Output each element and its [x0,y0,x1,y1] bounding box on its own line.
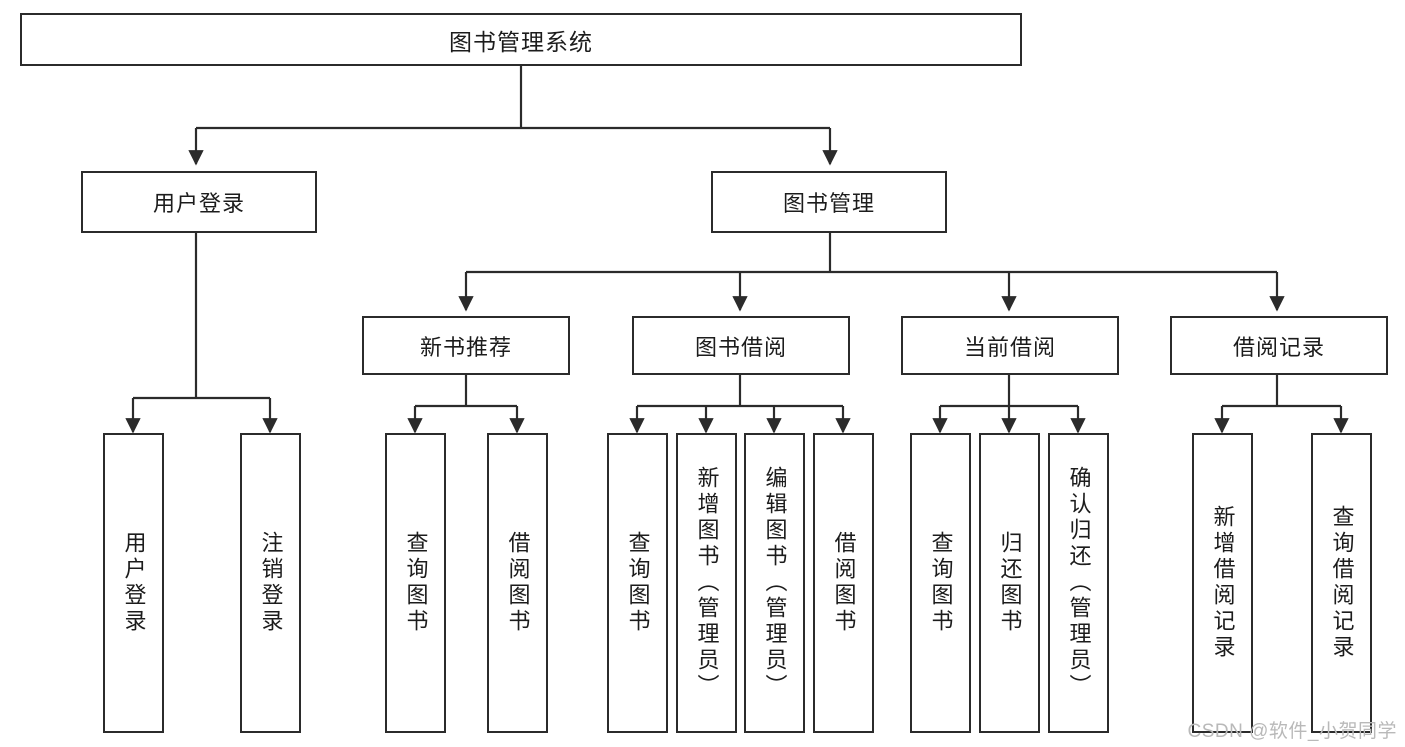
node-leaf-borrow-book-2[interactable]: 借阅图书 [813,433,874,733]
node-leaf-edit-book[interactable]: 编辑图书（管理员） [744,433,805,733]
node-leaf-query-book-1[interactable]: 查询图书 [385,433,446,733]
node-new-book-recommend-label: 新书推荐 [419,334,512,360]
node-leaf-confirm-return-label: 确认归还（管理员） [1066,466,1092,700]
node-user-login[interactable]: 用户登录 [81,171,317,233]
node-leaf-query-book-3-label: 查询图书 [928,531,954,635]
node-leaf-query-record-label: 查询借阅记录 [1329,505,1355,661]
node-leaf-add-record[interactable]: 新增借阅记录 [1192,433,1253,733]
node-leaf-edit-book-label: 编辑图书（管理员） [762,466,788,700]
node-leaf-logout-login[interactable]: 注销登录 [240,433,301,733]
node-leaf-query-book-2-label: 查询图书 [625,531,651,635]
node-leaf-query-book-1-label: 查询图书 [403,531,429,635]
node-current-borrow-label: 当前借阅 [963,334,1056,360]
watermark: CSDN @软件_小贺同学 [1187,721,1397,742]
node-leaf-add-record-label: 新增借阅记录 [1210,505,1236,661]
node-leaf-query-book-3[interactable]: 查询图书 [910,433,971,733]
node-leaf-add-book-label: 新增图书（管理员） [694,466,720,700]
node-leaf-borrow-book-1-label: 借阅图书 [505,531,531,635]
node-leaf-user-login[interactable]: 用户登录 [103,433,164,733]
node-leaf-confirm-return[interactable]: 确认归还（管理员） [1048,433,1109,733]
node-book-borrow-label: 图书借阅 [694,334,787,360]
node-book-borrow[interactable]: 图书借阅 [632,316,850,375]
node-borrow-record[interactable]: 借阅记录 [1170,316,1388,375]
node-borrow-record-label: 借阅记录 [1232,334,1325,360]
node-book-management-label: 图书管理 [782,191,875,216]
node-leaf-user-login-label: 用户登录 [121,531,147,635]
node-leaf-logout-login-label: 注销登录 [258,531,284,635]
node-user-login-label: 用户登录 [152,191,245,216]
node-leaf-return-book[interactable]: 归还图书 [979,433,1040,733]
node-leaf-add-book[interactable]: 新增图书（管理员） [676,433,737,733]
node-leaf-return-book-label: 归还图书 [997,531,1023,635]
node-root-label: 图书管理系统 [449,28,593,55]
node-current-borrow[interactable]: 当前借阅 [901,316,1119,375]
node-leaf-query-book-2[interactable]: 查询图书 [607,433,668,733]
node-leaf-query-record[interactable]: 查询借阅记录 [1311,433,1372,733]
node-new-book-recommend[interactable]: 新书推荐 [362,316,570,375]
node-root[interactable]: 图书管理系统 [20,13,1022,66]
node-book-management[interactable]: 图书管理 [711,171,947,233]
node-leaf-borrow-book-2-label: 借阅图书 [831,531,857,635]
node-leaf-borrow-book-1[interactable]: 借阅图书 [487,433,548,733]
